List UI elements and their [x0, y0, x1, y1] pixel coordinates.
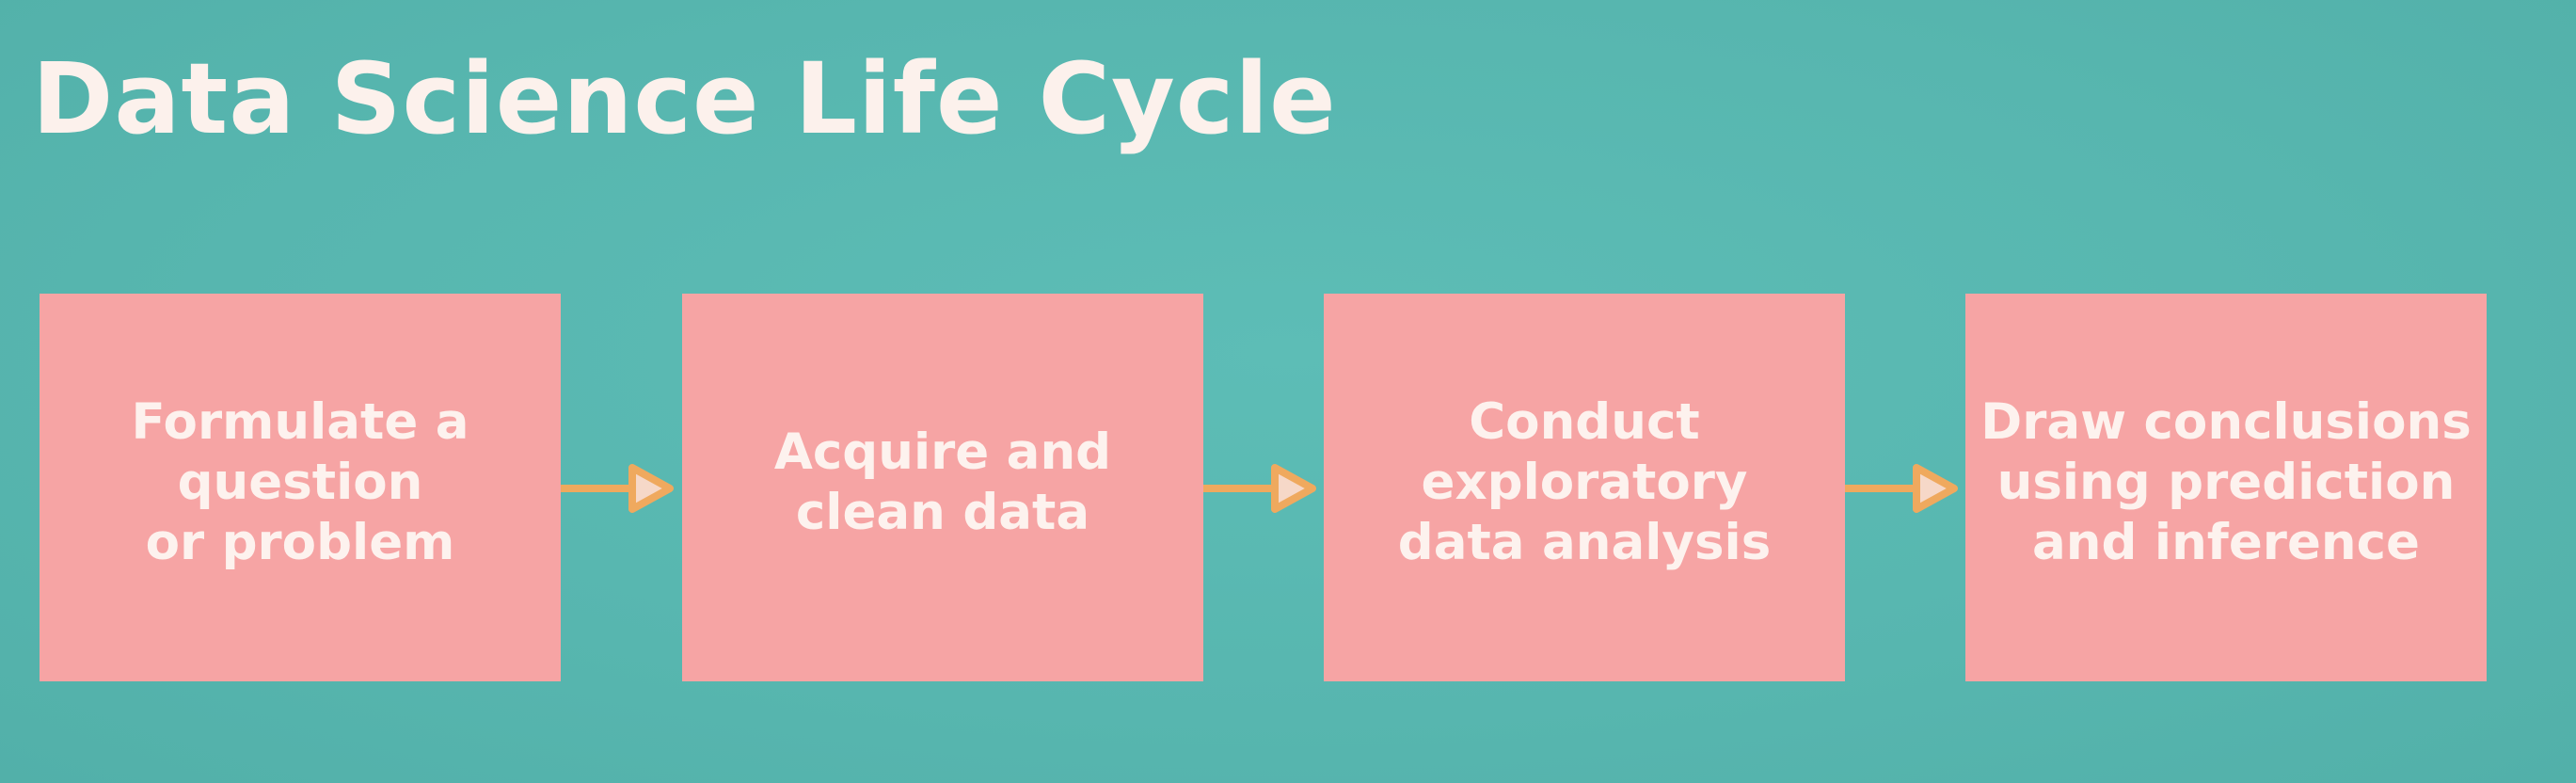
step-box-draw-conclusions: Draw conclusions using prediction and in… [1965, 294, 2487, 681]
step-box-acquire-clean-data: Acquire and clean data [682, 294, 1203, 681]
step-label: Acquire and clean data [773, 423, 1112, 541]
slide-title: Data Science Life Cycle [32, 41, 1337, 156]
arrow-right-icon [1845, 464, 1958, 513]
arrow-right-icon [561, 464, 674, 513]
step-box-exploratory-analysis: Conduct exploratory data analysis [1324, 294, 1845, 681]
step-label: Formulate a question or problem [131, 393, 469, 571]
step-label: Conduct exploratory data analysis [1397, 393, 1772, 571]
step-box-formulate-question: Formulate a question or problem [40, 294, 561, 681]
step-label: Draw conclusions using prediction and in… [1980, 393, 2472, 571]
arrow-right-icon [1203, 464, 1316, 513]
